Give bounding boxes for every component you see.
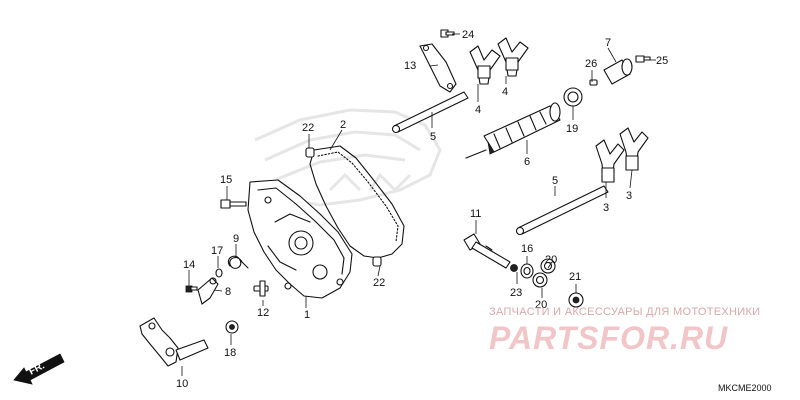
shift-fork-part-3a — [595, 139, 625, 183]
watermark-brand: PARTSFOR.RU — [489, 320, 729, 356]
callout-14: 14 — [183, 259, 195, 271]
callout-17: 17 — [211, 245, 223, 257]
callout-5b: 5 — [552, 175, 558, 187]
bolt-part-14 — [185, 285, 198, 293]
fork-shaft-part-5b — [515, 185, 609, 236]
callout-3b: 3 — [626, 190, 632, 202]
callout-18: 18 — [224, 347, 236, 359]
callout-10: 10 — [176, 378, 188, 390]
callout-19: 19 — [566, 123, 578, 135]
stopper-arm-part-8 — [197, 277, 219, 305]
callout-1: 1 — [304, 309, 310, 321]
callout-25: 25 — [656, 55, 668, 67]
callout-20b: 20 — [535, 299, 547, 311]
callout-20a: 20 — [545, 254, 557, 266]
case-cover-part-1 — [247, 179, 353, 299]
dowel-pin-part-22a — [305, 147, 315, 158]
fork-shaft-part-5a — [391, 91, 469, 134]
collar-part-17 — [215, 268, 223, 278]
bearing-part-20b — [532, 272, 548, 288]
bolt-part-15 — [220, 199, 247, 209]
leader-lines — [181, 33, 656, 376]
callout-12: 12 — [257, 307, 269, 319]
spring-part-9 — [227, 255, 249, 269]
washer-part-23 — [510, 264, 518, 272]
shift-fork-part-4a — [469, 45, 501, 85]
bolt-part-24 — [440, 29, 455, 38]
callout-16: 16 — [521, 243, 533, 255]
diagram-code: MKCME2000 — [718, 383, 772, 393]
callout-13: 13 — [404, 60, 416, 72]
background-wing-logo — [254, 108, 442, 207]
dowel-pin-part-22b — [372, 256, 382, 267]
callout-2: 2 — [340, 119, 346, 131]
oil-seal-part-16 — [520, 263, 534, 279]
pin-part-26 — [589, 79, 598, 86]
gearshift-arm-part-10 — [139, 317, 209, 367]
callout-7: 7 — [605, 37, 611, 49]
callout-23: 23 — [510, 287, 522, 299]
callout-3a: 3 — [603, 202, 609, 214]
callout-9: 9 — [233, 233, 239, 245]
callout-numbers: 1 2 3 3 4 4 5 5 6 7 8 9 10 11 12 13 14 1… — [176, 29, 668, 390]
stopper-plate-part-13 — [419, 43, 457, 93]
callout-26: 26 — [585, 58, 597, 70]
callout-5a: 5 — [430, 131, 436, 143]
callout-11: 11 — [470, 208, 481, 220]
callout-4a: 4 — [475, 104, 481, 116]
callout-4b: 4 — [502, 86, 508, 98]
callout-8: 8 — [225, 286, 231, 298]
shift-fork-part-4b — [497, 37, 529, 77]
callout-22b: 22 — [373, 277, 385, 289]
stud-part-12 — [253, 280, 269, 297]
callout-6: 6 — [524, 156, 530, 168]
callout-22a: 22 — [302, 122, 314, 134]
shift-fork-part-3b — [619, 127, 649, 171]
drum-cam-part-7 — [603, 58, 633, 85]
bolt-part-25 — [635, 55, 651, 63]
callout-21: 21 — [569, 271, 581, 283]
front-direction-arrow: FR. — [13, 353, 65, 385]
callout-24: 24 — [462, 29, 474, 41]
shift-drum-part-6 — [465, 102, 561, 159]
callout-15: 15 — [220, 174, 232, 186]
bearing-part-19 — [563, 87, 583, 107]
shift-spindle-part-11 — [463, 233, 511, 269]
seal-part-21 — [568, 292, 584, 308]
seal-part-18 — [225, 320, 239, 334]
watermark-tagline: ЗАПЧАСТИ И АКСЕССУАРЫ ДЛЯ МОТОТЕХНИКИ — [489, 306, 761, 318]
gasket-part-2 — [309, 145, 405, 259]
